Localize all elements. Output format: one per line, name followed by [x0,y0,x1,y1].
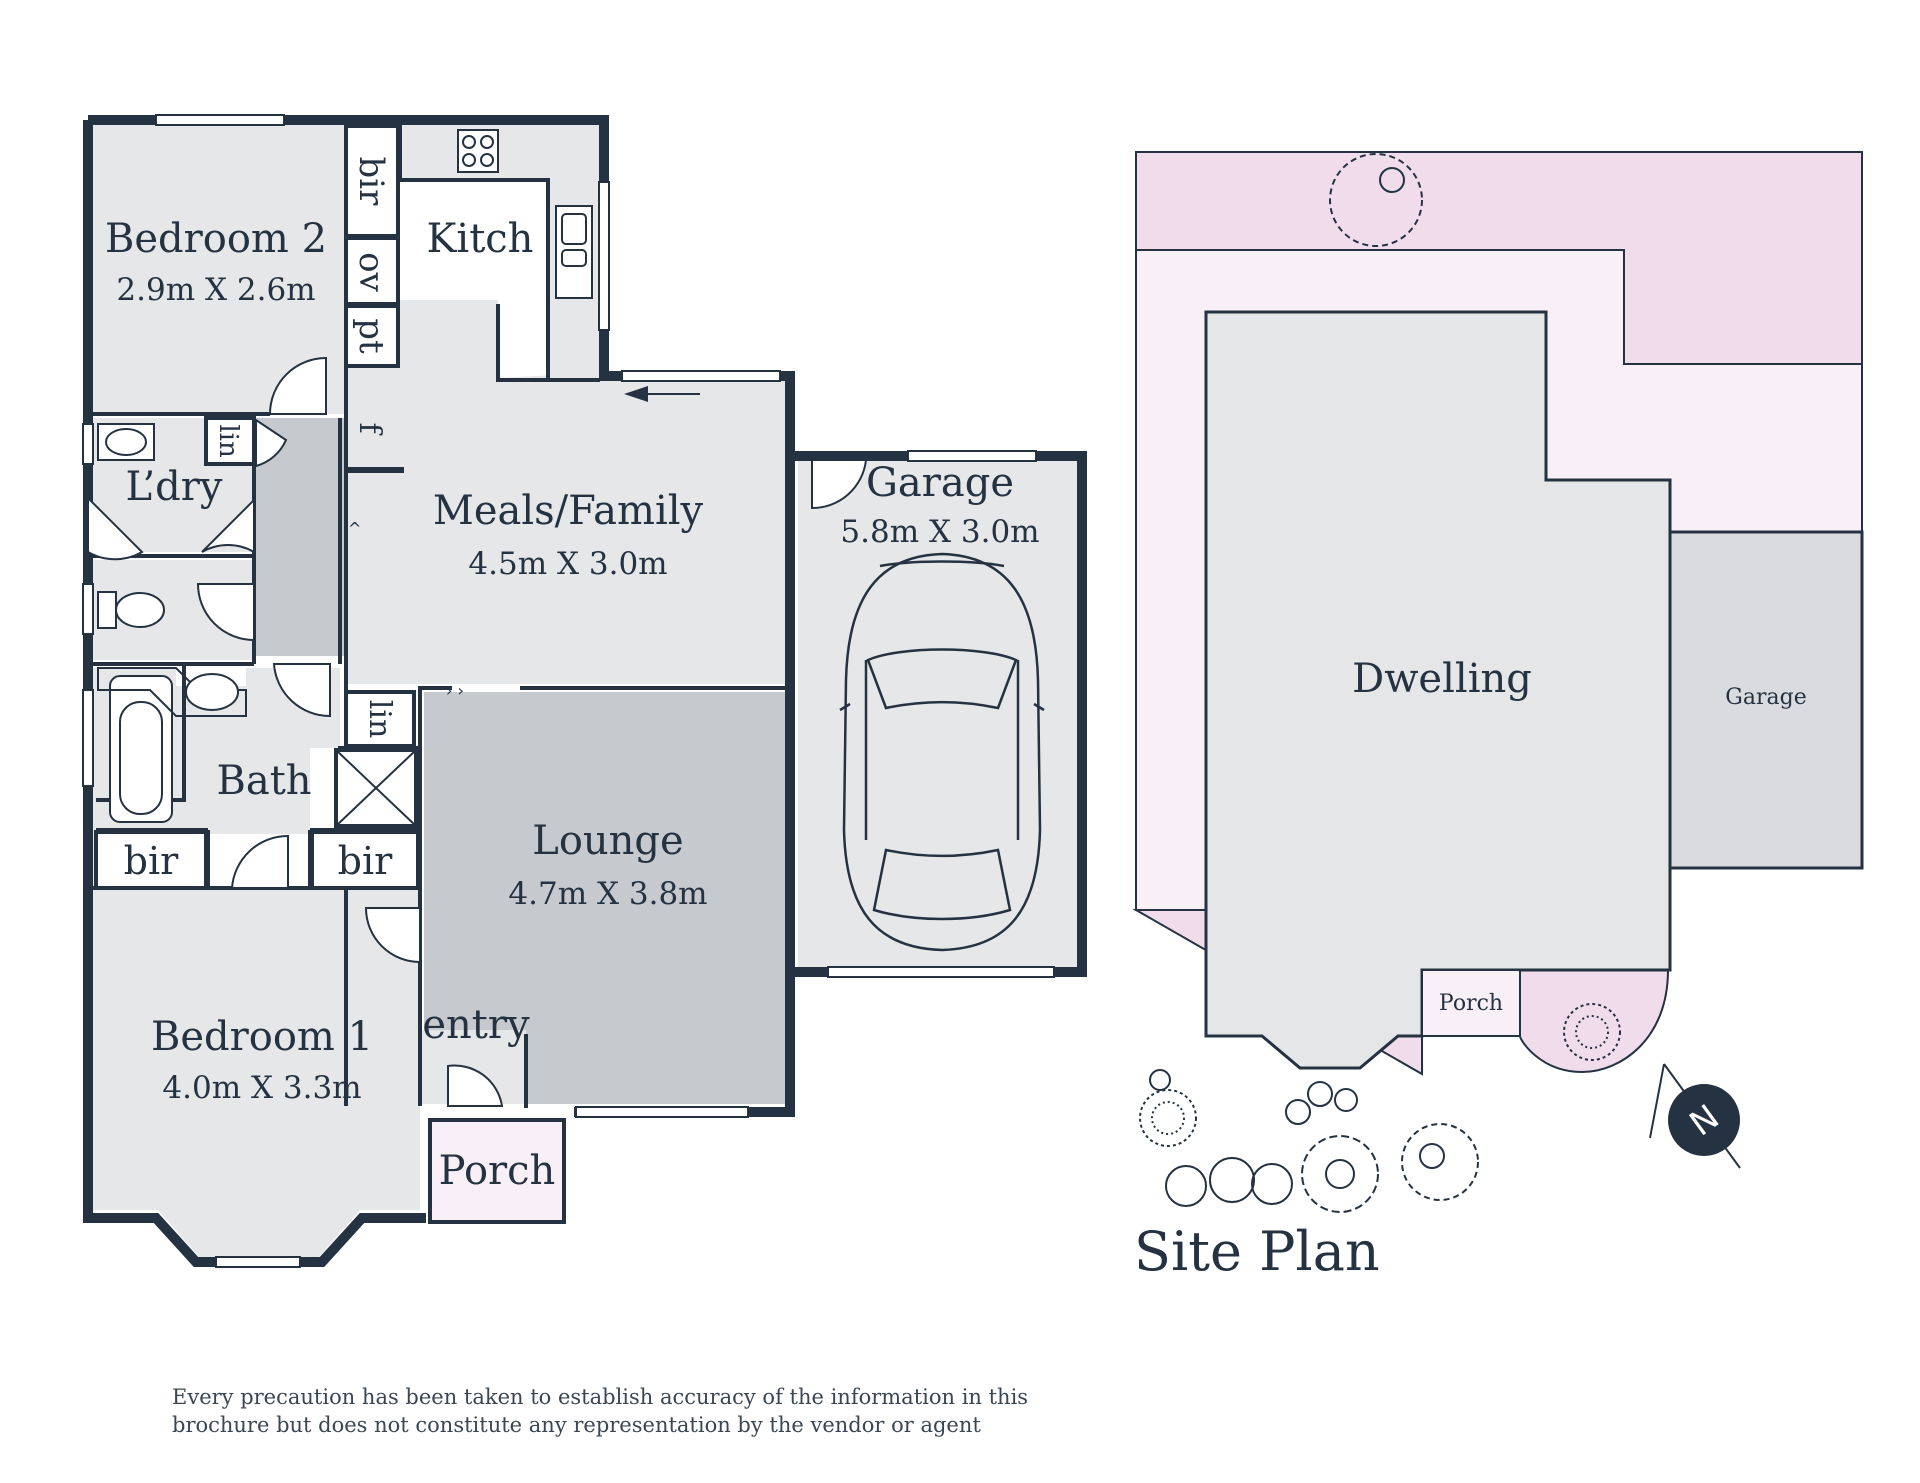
basin-icon [185,673,239,711]
lounge-size: 4.7m X 3.8m [508,876,707,912]
site-garage-label: Garage [1725,685,1806,710]
meals-label: Meals/Family [433,488,704,534]
porch-floor [428,1118,566,1224]
site-porch-label: Porch [1439,991,1503,1016]
floor-plan: › › ^ Bedroom 2 2.9m X 2.6m Kitch Meals/… [82,114,1087,1268]
fridge-label: f [352,422,387,435]
window-meals [621,370,781,382]
pantry-box [344,304,400,368]
site-garden-corner [1519,969,1670,1074]
door-wc [196,583,255,642]
bedroom1-label: Bedroom 1 [151,1014,373,1060]
entry-label: entry [422,1002,530,1048]
site-porch-footprint [1421,969,1521,1037]
kitchen-label: Kitch [427,216,534,262]
oven-label: ov [351,252,391,292]
bedroom1-floor [88,890,420,1258]
garage-size: 5.8m X 3.0m [840,514,1039,550]
window-garage-bottom [827,966,1055,978]
lounge-label: Lounge [532,818,683,864]
laundry-label: L’dry [125,464,222,510]
porch-label: Porch [439,1148,556,1194]
tree-icons [1139,153,1621,1213]
window-garage-top [907,450,1037,462]
door-bath [230,834,289,889]
arrow-left-icon [624,386,648,402]
door-bath-hall [272,663,331,718]
meals-size: 4.5m X 3.0m [468,546,667,582]
meals-floor [346,300,790,684]
car-icon [839,552,1045,952]
door-laundry [201,497,255,554]
door-bedroom2 [268,356,327,415]
garage-label: Garage [866,460,1014,506]
toilet-icon [115,592,165,628]
cooktop-icon [457,129,499,173]
bathtub-icon [109,675,173,823]
site-garage-footprint [1668,530,1864,870]
windows [82,114,1055,1268]
bedroom1-size: 4.0m X 3.3m [162,1070,361,1106]
bir-bedroom2-box [344,124,400,238]
linen-laundry-box [204,416,256,466]
linen-hall-label: lin [362,700,397,739]
window-lounge [575,1106,749,1118]
window-kitchen [598,181,610,331]
shower-cross-b [335,749,417,827]
bir-bath-left-label: bir [124,839,179,883]
window-wc [82,583,94,635]
linen-hall-box [344,690,416,748]
disclaimer-line-2: brochure but does not constitute any rep… [172,1413,981,1437]
disclaimer-line-1: Every precaution has been taken to estab… [172,1385,1029,1409]
bir-bedroom2-label: bir [351,157,391,207]
door-bedroom1 [364,907,421,964]
site-dwelling-label: Dwelling [1352,656,1532,702]
window-bedroom2 [155,114,285,126]
site-plan: N Dwelling Garage Porch Site Plan [1132,151,1864,1283]
bath-label: Bath [216,758,311,804]
oven-box [344,236,400,306]
bir-bath-left-box [94,830,208,890]
site-plan-title: Site Plan [1134,1220,1380,1283]
bedroom2-size: 2.9m X 2.6m [116,272,315,308]
bedroom2-label: Bedroom 2 [105,216,327,262]
pantry-label: pt [351,318,391,354]
bir-bath-right-label: bir [338,839,393,883]
chevron-up-icon: ^ [348,519,361,538]
disclaimer: Every precaution has been taken to estab… [172,1383,1132,1439]
linen-laundry-label: lin [213,424,243,458]
door-linen [255,418,288,468]
window-bath [82,689,94,787]
door-entry [447,1064,504,1107]
door-laundry-ext [87,495,144,561]
doors [87,356,868,1107]
window-laundry [82,423,94,465]
compass-icon [1668,1084,1740,1156]
window-bay-front [215,1256,301,1268]
chevron-right-icon: › › [446,681,464,700]
door-garage [811,459,868,510]
bir-bath-right-box [310,830,420,890]
